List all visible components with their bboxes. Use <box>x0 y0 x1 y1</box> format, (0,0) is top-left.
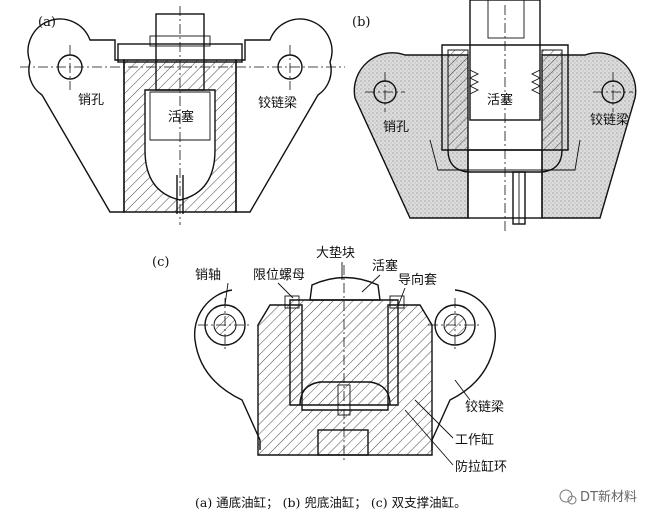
panel-a-hinge-beam-label: 铰链梁 <box>258 96 297 111</box>
figure-caption: (a) 通底油缸； (b) 兜底油缸； (c) 双支撑油缸。 <box>195 495 467 510</box>
panel-c-double-support-cylinder <box>193 262 497 466</box>
panel-a-pin-hole-label: 销孔 <box>78 93 104 108</box>
panel-b-piston-label: 活塞 <box>487 92 513 108</box>
panel-c-guide-sleeve-label: 导向套 <box>398 272 437 288</box>
panel-a-through-bottom-cylinder <box>20 6 345 225</box>
panel-c-working-cylinder-label: 工作缸 <box>455 432 494 448</box>
panel-b-pin-hole-label: 销孔 <box>383 120 409 135</box>
panel-c-hinge-beam-label: 铰链梁 <box>465 400 504 415</box>
panel-b-tag: (b) <box>352 15 370 30</box>
panel-a-tag: (a) <box>38 15 56 30</box>
panel-c-tag: (c) <box>152 255 169 270</box>
watermark: DT新材料 <box>559 489 637 505</box>
panel-c-pin-shaft-label: 销轴 <box>195 268 221 283</box>
panel-a-piston-label: 活塞 <box>168 109 194 125</box>
panel-c-piston-label: 活塞 <box>372 258 398 274</box>
panel-b-bottom-supported-cylinder <box>353 0 637 232</box>
panel-c-large-pad-label: 大垫块 <box>316 245 355 261</box>
wechat-icon-inner <box>567 495 577 505</box>
watermark-text: DT新材料 <box>580 489 637 505</box>
panel-c-limit-nut-label: 限位螺母 <box>253 268 305 283</box>
panel-c-anti-pull-ring-label: 防拉缸环 <box>455 459 507 475</box>
panel-b-hinge-beam-label: 铰链梁 <box>590 113 629 128</box>
